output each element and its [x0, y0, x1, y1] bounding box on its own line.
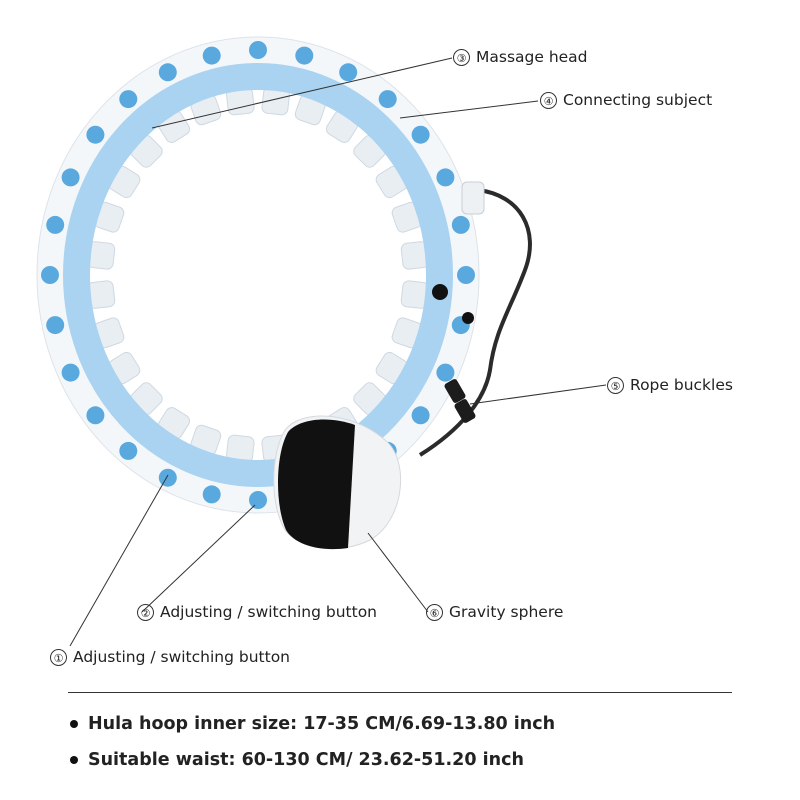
segment-joint	[46, 316, 65, 335]
segment-joint	[378, 90, 397, 109]
spec-text: Suitable waist: 60-130 CM/ 23.62-51.20 i…	[88, 750, 524, 770]
segment-joint	[41, 266, 59, 284]
spec-waist: Suitable waist: 60-130 CM/ 23.62-51.20 i…	[70, 750, 524, 770]
callout-adjusting-button-2: ② Adjusting / switching button	[137, 603, 377, 621]
callout-label: Connecting subject	[563, 91, 713, 109]
segment-joint	[202, 46, 221, 65]
segment-joint	[158, 468, 177, 487]
bullet-icon	[70, 756, 78, 764]
leader-lines	[69, 57, 607, 647]
segment-joint	[202, 485, 221, 504]
segment-joint	[295, 46, 314, 65]
spec-text: Hula hoop inner size: 17-35 CM/6.69-13.8…	[88, 714, 556, 734]
callout-number: ⑤	[607, 376, 624, 394]
segment-joint	[249, 491, 267, 509]
segment-joint	[249, 41, 267, 59]
segment-joint	[158, 63, 177, 82]
callout-label: Adjusting / switching button	[73, 648, 290, 666]
callout-number: ①	[50, 648, 67, 666]
callout-number: ⑥	[426, 603, 443, 621]
segment-joint	[61, 363, 80, 382]
callout-number: ④	[540, 91, 557, 109]
adjusting-buttons	[432, 284, 474, 324]
segment-joint	[436, 168, 455, 187]
ring-outline	[36, 36, 480, 514]
gravity-sphere	[273, 415, 402, 550]
callout-label: Gravity sphere	[449, 603, 564, 621]
segment-joint	[411, 125, 430, 144]
segment-joint	[339, 63, 358, 82]
callout-gravity-sphere: ⑥ Gravity sphere	[426, 603, 563, 621]
segment-joint	[457, 266, 475, 284]
callout-rope-buckles: ⑤ Rope buckles	[607, 376, 733, 394]
callout-massage-head: ③ Massage head	[453, 48, 588, 66]
rope-buckles	[444, 379, 476, 423]
rope-clip	[461, 181, 485, 215]
segment-joint	[411, 406, 430, 425]
callout-label: Massage head	[476, 48, 588, 66]
hoop-ring	[36, 36, 480, 514]
segment-joint	[86, 406, 105, 425]
segment-joint	[86, 125, 105, 144]
segment-joint	[46, 215, 65, 234]
segment-joint	[119, 90, 138, 109]
ring-inner-band	[62, 62, 454, 488]
callout-number: ②	[137, 603, 154, 621]
segment-joint	[119, 441, 138, 460]
bullet-icon	[70, 720, 78, 728]
callout-adjusting-button-1: ① Adjusting / switching button	[50, 648, 290, 666]
divider	[68, 692, 732, 693]
callout-number: ③	[453, 48, 470, 66]
segment-joint	[436, 363, 455, 382]
segment-joint	[451, 215, 470, 234]
callout-label: Rope buckles	[630, 376, 733, 394]
callout-label: Adjusting / switching button	[160, 603, 377, 621]
spec-inner-size: Hula hoop inner size: 17-35 CM/6.69-13.8…	[70, 714, 555, 734]
callout-connecting-subject: ④ Connecting subject	[540, 91, 712, 109]
segment-joint	[61, 168, 80, 187]
